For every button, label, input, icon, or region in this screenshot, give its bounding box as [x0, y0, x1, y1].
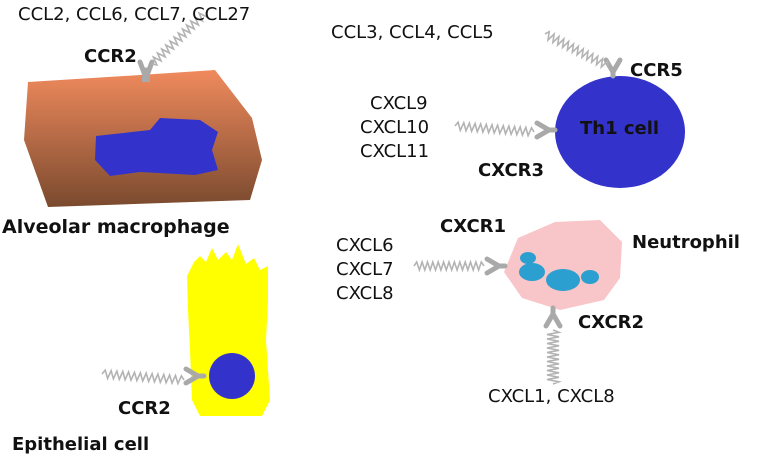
epithelial-ccr2-receptor: [183, 366, 207, 386]
neutrophil-cxcr2-ligands-label: CXCL1, CXCL8: [488, 386, 615, 407]
neutrophil-cxcr1-receptor-label: CXCR1: [440, 216, 507, 237]
epithelial-cell-label: Epithelial cell: [12, 434, 150, 455]
neutrophil-cxcr1-ligand: CXCL6: [336, 235, 394, 256]
neutrophil-cxcr2-receptor: [543, 305, 563, 329]
th1-cxcr3-ligand: CXCL11: [360, 141, 430, 162]
macrophage-nucleus: [95, 118, 218, 176]
neutrophil-cxcr1-receptor: [484, 256, 508, 276]
th1-cxcr3-receptor: [534, 120, 558, 140]
macrophage-chemokine-spring: [151, 11, 208, 66]
th1-cxcr3-ligand: CXCL10: [360, 117, 430, 138]
macrophage-ccr2-receptor: [137, 59, 155, 82]
neutrophil-cxcr2-receptor-label: CXCR2: [578, 312, 645, 333]
neutrophil-cxcr1-ligand: CXCL7: [336, 259, 394, 280]
epithelial-nucleus: [209, 353, 255, 399]
th1-cell-body: [555, 76, 685, 188]
th1-ccr5-chemokine-spring: [544, 30, 609, 70]
th1-cell-label: Th1 cell: [580, 118, 660, 139]
neutrophil-cxcr1-ligand: CXCL8: [336, 283, 394, 304]
th1-cxcr3-receptor-label: CXCR3: [478, 160, 545, 181]
neutrophil-cell-label: Neutrophil: [632, 232, 740, 253]
neutrophil-granules: [519, 252, 599, 291]
th1-cxcr3-ligand: CXCL9: [370, 93, 428, 114]
th1-ccr5-ligands-label: CCL3, CCL4, CCL5: [331, 22, 494, 43]
epithelial-chemokine-spring: [101, 368, 185, 386]
th1-ccr5-receptor-label: CCR5: [630, 60, 683, 81]
macrophage-ligands-label: CCL2, CCL6, CCL7, CCL27: [18, 4, 251, 25]
th1-cxcr3-chemokine-spring: [454, 120, 535, 138]
neutrophil-cxcr1-chemokine-spring: [413, 259, 485, 273]
neutrophil-cxcr1-ligands-list: CXCL6 CXCL7 CXCL8: [336, 234, 394, 306]
macrophage-cell-label: Alveolar macrophage: [2, 216, 230, 238]
th1-cxcr3-ligands-list: CXCL9 CXCL10 CXCL11: [360, 92, 429, 164]
macrophage-receptor-label: CCR2: [84, 46, 137, 67]
neutrophil-cxcr2-chemokine-spring: [546, 329, 562, 385]
neutrophil-cell-body: [504, 220, 622, 310]
epithelial-receptor-label: CCR2: [118, 398, 171, 419]
